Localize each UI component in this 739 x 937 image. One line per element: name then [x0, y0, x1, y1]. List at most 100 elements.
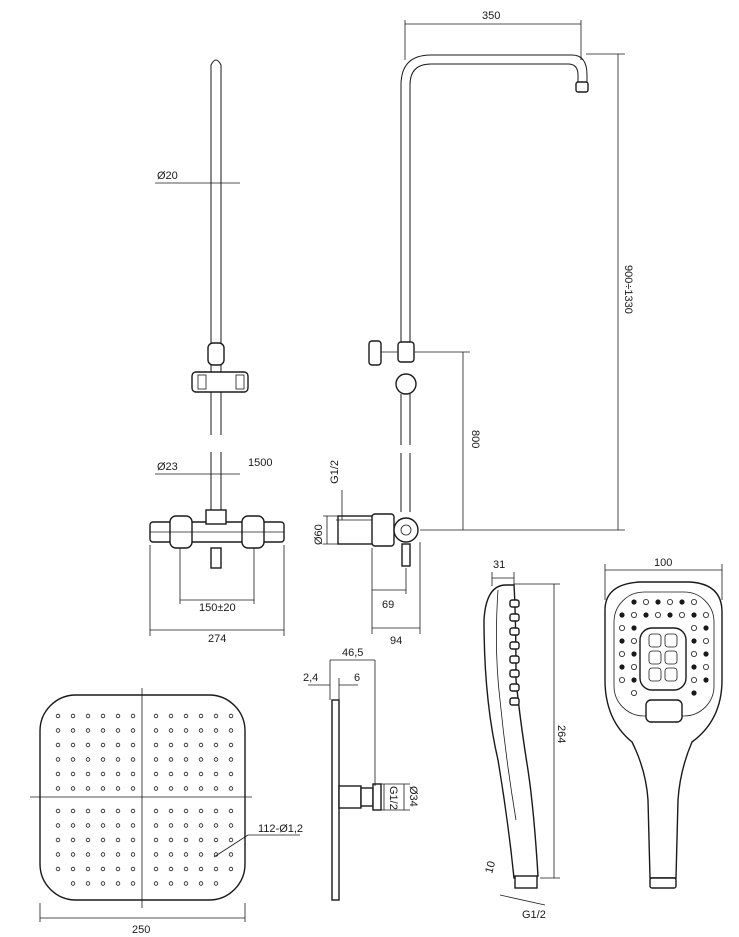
dim-arm-length: 350	[482, 10, 500, 22]
dim-mixer-height: 800	[469, 430, 481, 448]
hand-nozzle	[643, 599, 650, 606]
nozzle-dot	[130, 757, 136, 762]
hand-nozzle	[619, 677, 626, 684]
nozzle-dot	[228, 866, 234, 872]
nozzle-dot	[183, 837, 189, 843]
nozzle-dot	[130, 742, 136, 748]
nozzle-dot	[183, 786, 189, 791]
nozzle-dot	[100, 823, 106, 828]
hand-nozzle	[631, 625, 637, 631]
nozzle-dot	[168, 713, 174, 719]
nozzle-dot	[198, 866, 204, 872]
nozzle-dot	[55, 728, 61, 733]
nozzle-dot	[213, 742, 219, 748]
nozzle-dot	[228, 742, 234, 748]
nozzle-dot	[70, 786, 76, 791]
nozzle-dot	[183, 866, 189, 872]
side-spout	[401, 543, 411, 567]
nozzle-dot	[168, 866, 174, 872]
nozzle-dot	[130, 771, 136, 777]
nozzle-dot	[130, 728, 136, 733]
nozzle-dot	[153, 823, 159, 828]
nozzle-dot	[153, 852, 159, 857]
nozzle-dot	[198, 757, 204, 762]
nozzle-dot	[198, 786, 204, 791]
nozzle-dot	[70, 742, 76, 748]
nozzle-dot	[168, 808, 174, 814]
nozzle-dot	[183, 808, 189, 814]
hand-nozzle	[679, 612, 686, 619]
nozzle-dot	[153, 757, 159, 762]
nozzle-dot	[100, 837, 106, 843]
nozzle-dot	[213, 713, 219, 719]
hand-shower-front: 100	[604, 557, 723, 889]
hand-nozzle	[691, 625, 698, 632]
center-jet	[664, 650, 678, 665]
hand-nozzle	[703, 638, 710, 645]
hand-nozzle	[619, 638, 625, 644]
nozzle-dot	[213, 823, 219, 828]
dim-mixer-pipe-diameter: Ø23	[157, 461, 178, 473]
nozzle-dot	[70, 823, 76, 828]
nozzle-dot	[228, 852, 234, 857]
nozzle-dot	[85, 713, 91, 719]
nozzle-dot	[213, 866, 219, 872]
nozzle-dot	[115, 786, 121, 791]
nozzle-dot	[85, 837, 91, 843]
head-outline	[39, 694, 246, 901]
nozzle-dot	[228, 713, 234, 719]
nozzle-dot	[130, 866, 136, 872]
nozzle-dot	[55, 786, 61, 791]
side-view: 350 900÷1330 800 G1/2 Ø60 69 94	[313, 10, 634, 647]
nozzle-dot	[55, 771, 61, 777]
side-outlet	[393, 517, 419, 543]
dim-head-thread: G1/2	[387, 786, 399, 810]
nozzle-dot	[228, 728, 234, 733]
nozzle-dot	[153, 713, 159, 719]
nozzle-dot	[130, 823, 136, 828]
nozzle-dot	[213, 881, 219, 886]
hand-nozzle	[691, 690, 697, 696]
nozzle-dot	[130, 852, 136, 857]
nozzle-dot	[168, 771, 174, 777]
dim-nozzles: 112-Ø1,2	[258, 823, 303, 835]
head-connector	[338, 785, 362, 809]
nozzle-dot	[168, 881, 174, 886]
dim-head-offset: 46,5	[342, 647, 363, 659]
head-mount	[575, 81, 589, 93]
dim-hand-depth: 31	[493, 559, 505, 571]
head-side-plate	[331, 699, 340, 901]
mixer-spout	[210, 547, 222, 569]
nozzle-dot	[130, 786, 136, 791]
nozzle-dot	[85, 728, 91, 733]
nozzle-dot	[183, 823, 189, 828]
nozzle-dot	[115, 728, 121, 733]
nozzle-dot	[100, 771, 106, 777]
side-nozzle	[509, 641, 520, 650]
side-nozzle	[509, 627, 520, 636]
nozzle-dot	[130, 837, 136, 843]
nozzle-dot	[70, 808, 76, 814]
dim-depth-94: 94	[390, 635, 402, 647]
side-nozzle	[509, 613, 520, 622]
hand-nozzle	[691, 677, 698, 684]
hand-nozzle	[703, 677, 709, 683]
mode-button	[645, 699, 683, 723]
side-nozzle	[509, 683, 520, 692]
hand-thread	[514, 875, 538, 889]
nozzle-dot	[115, 713, 121, 719]
nozzle-dot	[228, 771, 234, 777]
nozzle-dot	[100, 728, 106, 733]
hand-nozzle	[691, 638, 697, 644]
nozzle-dot	[115, 808, 121, 814]
nozzle-dot	[153, 742, 159, 748]
nozzle-dot	[153, 837, 159, 843]
side-nozzle	[509, 599, 520, 608]
dim-depth-69: 69	[382, 599, 394, 611]
hand-nozzle	[703, 664, 710, 671]
hand-nozzle	[631, 612, 638, 619]
nozzle-dot	[70, 866, 76, 872]
nozzle-dot	[70, 713, 76, 719]
dim-rail-length: 1500	[248, 457, 272, 469]
nozzle-dot	[228, 786, 234, 791]
